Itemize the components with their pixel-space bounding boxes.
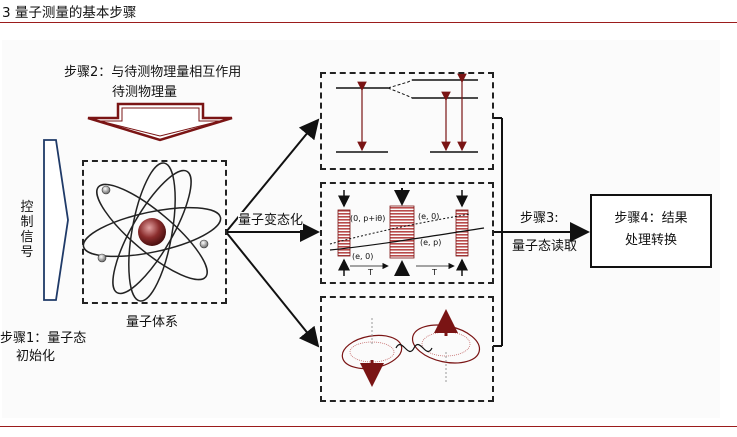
title-bar: 3 量子测量的基本步骤 [0,0,737,23]
step4-sub-label: 处理转换 [624,233,677,248]
step1-label: 步骤1：量子态 [0,331,87,346]
energy-level-diagram [336,73,478,153]
step4-label: 步骤4：结果 [614,211,688,226]
control-signal-label: 控 制 信 号 [19,200,35,260]
state-change-label: 量子变态化 [238,212,304,230]
control-char-4: 号 [20,245,34,260]
pulse-label-4: (e, 0) [352,252,374,261]
tau-label-2: T [432,268,437,277]
control-char-1: 控 [20,200,34,215]
control-char-3: 信 [20,230,34,245]
collector-lines [493,117,590,347]
step2-label: 步骤2：与待测物理量相互作用 [64,65,242,80]
step3-sub-label: 量子态读取 [512,239,578,254]
tau-label-1: T [368,268,373,277]
quantum-system-box [82,160,227,304]
pulse-sequence [329,188,485,276]
energy-level-panel [320,72,494,170]
quantum-system-label: 量子体系 [126,315,179,330]
step4-box: 步骤4：结果 处理转换 [590,194,712,268]
spin-precession-panel [320,296,494,402]
pulse-label-3: (e, p) [420,238,442,247]
atom-illustration [82,162,222,302]
control-signal-arrow [43,139,69,301]
pulse-label-1: (0, p+iθ) [350,214,386,223]
pulse-label-2: (e, 0) [418,212,440,221]
spin-precession-illustration [341,309,481,387]
step3-label: 步骤3: [520,211,559,226]
footer-divider [0,426,737,427]
control-char-2: 制 [20,215,34,230]
step2-sub-label: 待测物理量 [112,85,178,100]
step2-arrow [87,102,233,142]
page-title: 3 量子测量的基本步骤 [2,5,137,21]
pulse-sequence-panel [320,182,494,284]
fanout-arrows [225,118,320,348]
step1-sub-label: 初始化 [16,349,56,364]
